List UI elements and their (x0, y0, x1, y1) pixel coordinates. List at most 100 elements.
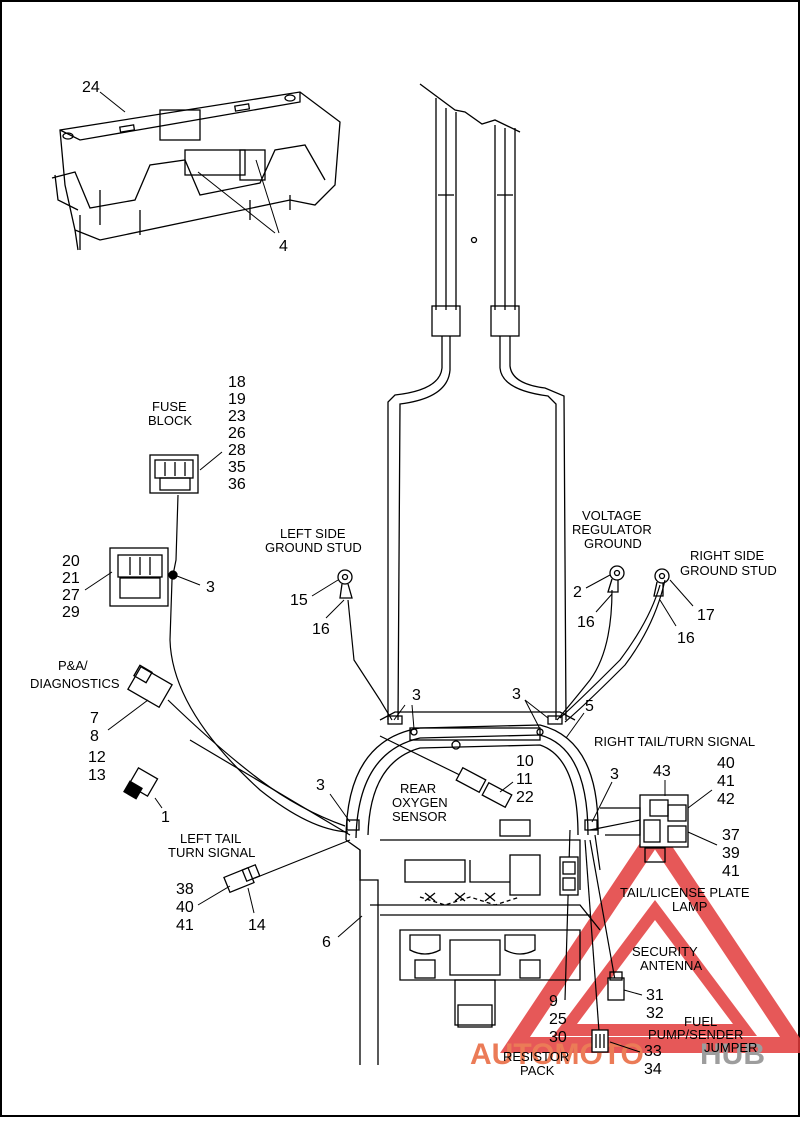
frame-rails (387, 83, 567, 721)
leader-15 (311, 579, 339, 597)
callout-3-fuse: 3 (206, 579, 215, 596)
pa-label-2: DIAGNOSTICS (30, 676, 120, 691)
resistor-label-2: PACK (520, 1063, 555, 1078)
leader-3-left-b (411, 704, 415, 730)
leader-3-lower-left (329, 793, 351, 823)
leader-3-fuse (176, 575, 201, 586)
leader-oxygen (499, 781, 514, 793)
left-tail-connector (223, 863, 261, 894)
leader-5 (565, 712, 585, 739)
callout-8: 8 (90, 728, 99, 745)
callout-3-right: 3 (512, 686, 521, 703)
leader-security (623, 989, 643, 996)
right-tail-connector (600, 794, 689, 863)
callout-3-lower-left: 3 (316, 777, 325, 794)
resistor-label-1: RESISTOR (503, 1049, 569, 1064)
callout-38: 38 (176, 881, 194, 898)
callout-39: 39 (722, 845, 740, 862)
callout-42: 42 (717, 791, 735, 808)
oxygen-label-2: OXYGEN (392, 795, 448, 810)
leader-relay (84, 571, 113, 591)
leader-3-lower-right (591, 781, 613, 823)
security-label-1: SECURITY (632, 944, 698, 959)
callout-30: 30 (549, 1029, 567, 1046)
oxygen-label-3: SENSOR (392, 809, 447, 824)
item-24-tray (51, 91, 341, 251)
leader-16-left (325, 599, 345, 619)
callout-25: 25 (549, 1011, 567, 1028)
left-tail-label-2: TURN SIGNAL (168, 845, 255, 860)
callout-3-lower-right: 3 (610, 766, 619, 783)
fuel-label-1: FUEL (684, 1014, 717, 1029)
callout-11: 11 (516, 771, 533, 788)
callout-16-left: 16 (312, 621, 330, 638)
callout-35: 35 (228, 459, 246, 476)
pa-diagnostics-connector (123, 664, 173, 800)
callout-22: 22 (516, 789, 534, 806)
callout-7: 7 (90, 710, 99, 727)
leader-4b (255, 159, 280, 234)
fuse-block-label-1: FUSE (152, 399, 187, 414)
callout-40: 40 (717, 755, 735, 772)
fuse-block-label-2: BLOCK (148, 413, 192, 428)
leader-pa (107, 699, 149, 731)
wiring-harness (167, 494, 666, 1046)
oxygen-label-1: REAR (400, 781, 436, 796)
leader-3-left-a (393, 704, 406, 721)
callout-27: 27 (62, 587, 80, 604)
leader-4a (197, 171, 276, 234)
callout-5: 5 (585, 698, 594, 715)
leader-2 (585, 574, 611, 589)
right-ground-stud (653, 568, 670, 597)
callout-16-right: 16 (677, 630, 695, 647)
callout-41c: 41 (176, 917, 194, 934)
leader-6 (337, 915, 363, 938)
callout-16-mid: 16 (577, 614, 595, 631)
security-antenna (607, 971, 625, 1001)
callout-18: 18 (228, 374, 246, 391)
tail-license-label-2: LAMP (672, 899, 707, 914)
leader-14 (247, 887, 255, 914)
callout-23: 23 (228, 408, 246, 425)
relay (109, 547, 178, 607)
leader-1 (154, 797, 163, 809)
callout-14: 14 (248, 917, 266, 934)
resistor-pack (591, 1029, 609, 1053)
leader-17 (669, 579, 694, 607)
watermark-triangle-inner (553, 900, 757, 1036)
left-ground-stud (337, 569, 353, 599)
callout-33: 33 (644, 1043, 662, 1060)
watermark-triangle (500, 820, 800, 1053)
voltage-label-1: VOLTAGE (582, 508, 642, 523)
leader-left-tail (197, 885, 231, 906)
callout-21: 21 (62, 570, 80, 587)
voltage-regulator-ground (607, 565, 625, 593)
voltage-label-2: REGULATOR (572, 522, 652, 537)
callout-20: 20 (62, 553, 80, 570)
callout-34: 34 (644, 1061, 662, 1078)
callout-2: 2 (573, 584, 582, 601)
right-ground-label-2: GROUND STUD (680, 563, 777, 578)
fuel-label-3: JUMPER (704, 1040, 757, 1055)
callout-15: 15 (290, 592, 308, 609)
leader-fuse-block (199, 451, 223, 471)
callout-3-left: 3 (412, 687, 421, 704)
callout-36: 36 (228, 476, 246, 493)
fuse-block (149, 454, 199, 494)
callout-43: 43 (653, 763, 671, 780)
right-tail-label: RIGHT TAIL/TURN SIGNAL (594, 734, 755, 749)
leader-16-right (659, 599, 677, 627)
callout-10: 10 (516, 753, 534, 770)
callout-19: 19 (228, 391, 246, 408)
callout-24: 24 (82, 79, 100, 96)
callout-4: 4 (279, 238, 288, 255)
left-ground-label-2: GROUND STUD (265, 540, 362, 555)
callout-40b: 40 (176, 899, 194, 916)
tail-license-connector (559, 856, 579, 896)
tail-license-label-1: TAIL/LICENSE PLATE (620, 885, 750, 900)
callout-13: 13 (88, 767, 106, 784)
security-label-2: ANTENNA (640, 958, 702, 973)
callout-29: 29 (62, 604, 80, 621)
